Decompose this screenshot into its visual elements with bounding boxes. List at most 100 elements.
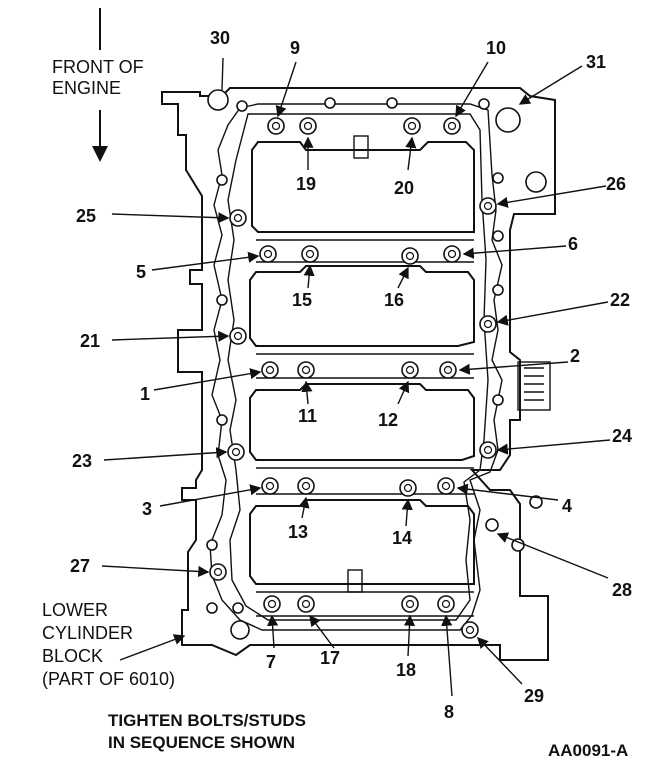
label-14: 14 [392, 528, 412, 548]
label-3: 3 [142, 499, 152, 519]
lower-block-label-line1: LOWER [42, 600, 108, 620]
label-28: 28 [612, 580, 632, 600]
bolt-12 [401, 361, 419, 379]
bolts [209, 117, 497, 639]
label-17: 17 [320, 648, 340, 668]
lower-block-label-line3: BLOCK [42, 646, 103, 666]
label-1: 1 [140, 384, 150, 404]
leader-9 [275, 61, 297, 118]
leader-24 [496, 439, 611, 455]
label-2: 2 [570, 346, 580, 366]
leader-30 [221, 57, 224, 91]
bolt-23 [227, 443, 245, 461]
bolt-17 [297, 595, 315, 613]
leader-10 [455, 61, 489, 118]
label-6: 6 [568, 234, 578, 254]
bolt-21 [229, 327, 247, 345]
leader-17 [309, 614, 335, 649]
leader-8 [441, 614, 453, 697]
bolt-13 [297, 477, 315, 495]
label-24: 24 [612, 426, 632, 446]
leader-5 [151, 251, 260, 271]
leader-29 [477, 636, 523, 685]
leader-27 [101, 565, 210, 578]
label-13: 13 [288, 522, 308, 542]
main-bearing-bays [249, 135, 475, 617]
leader-26 [496, 185, 607, 208]
label-30: 30 [210, 28, 230, 48]
leader-15 [303, 264, 315, 289]
label-31: 31 [586, 52, 606, 72]
label-23: 23 [72, 451, 92, 471]
label-5: 5 [136, 262, 146, 282]
bolt-1 [261, 361, 279, 379]
label-19: 19 [296, 174, 316, 194]
label-8: 8 [444, 702, 454, 722]
bolt-11 [297, 361, 315, 379]
bolt-24 [479, 441, 497, 459]
instruction-line1: TIGHTEN BOLTS/STUDS [108, 711, 306, 730]
leader-6 [462, 245, 567, 259]
bolt-9 [267, 117, 285, 135]
leader-23 [103, 447, 228, 461]
leader-21 [111, 330, 230, 342]
leader-18 [403, 614, 416, 657]
bolt-7 [263, 595, 281, 613]
label-22: 22 [610, 290, 630, 310]
label-10: 10 [486, 38, 506, 58]
front-label-line2: ENGINE [52, 78, 121, 98]
instruction-line2: IN SEQUENCE SHOWN [108, 733, 295, 752]
leader-20 [405, 136, 417, 171]
leader-13 [298, 496, 310, 519]
label-20: 20 [394, 178, 414, 198]
side-connector [517, 361, 551, 411]
bolt-4 [437, 477, 455, 495]
bolt-14 [399, 479, 417, 497]
leader-3 [159, 484, 262, 507]
leader-16 [397, 266, 409, 289]
block-outline [161, 87, 556, 661]
bolt-15 [301, 245, 319, 263]
bolt-6 [443, 245, 461, 263]
leader-14 [401, 498, 413, 527]
figure-id: AA0091-A [548, 741, 628, 760]
label-15: 15 [292, 290, 312, 310]
leader-12 [397, 380, 410, 405]
leader-7 [267, 614, 279, 649]
bolt-16 [401, 247, 419, 265]
bolt-19 [299, 117, 317, 135]
leader-28 [496, 532, 609, 579]
bolt-8 [437, 595, 455, 613]
bolt-20 [403, 117, 421, 135]
block-holes [206, 89, 547, 640]
label-7: 7 [266, 652, 276, 672]
leader-1 [153, 368, 262, 391]
lower-block-label-line2: CYLINDER [42, 623, 133, 643]
leader-11 [301, 380, 313, 405]
label-27: 27 [70, 556, 90, 576]
label-11: 11 [298, 406, 317, 426]
bolt-number-labels: 30 9 10 31 19 20 25 26 5 6 15 16 21 22 1… [70, 28, 632, 722]
leader-31 [518, 65, 583, 105]
label-21: 21 [80, 331, 100, 351]
bolt-27 [209, 563, 227, 581]
leader-lines [101, 57, 611, 697]
label-12: 12 [378, 410, 398, 430]
label-26: 26 [606, 174, 626, 194]
bolt-10 [443, 117, 461, 135]
label-18: 18 [396, 660, 416, 680]
bolt-25 [229, 209, 247, 227]
front-label-line1: FRONT OF [52, 57, 144, 77]
leader-lower-block [119, 634, 186, 661]
bolt-3 [261, 477, 279, 495]
label-9: 9 [290, 38, 300, 58]
bolt-18 [401, 595, 419, 613]
lower-block-label-line4: (PART OF 6010) [42, 669, 175, 689]
bolt-5 [259, 245, 277, 263]
label-29: 29 [524, 686, 544, 706]
leader-2 [458, 361, 569, 375]
label-25: 25 [76, 206, 96, 226]
leader-4 [456, 483, 559, 501]
gasket-outline [209, 103, 503, 631]
